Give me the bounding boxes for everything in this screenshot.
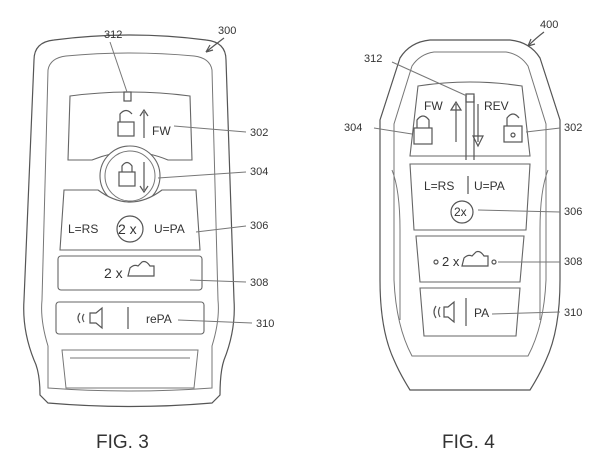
fig3-row3-center-label: 2 x [118,221,137,237]
fig4-ref-306: 306 [564,206,582,218]
fig3-leader-308 [189,279,247,283]
lock-icon [118,161,136,187]
fig4-inner-body [393,51,547,357]
up-arrow-icon [139,108,149,138]
fig4-row3-left-label: L=RS [424,179,454,193]
fig4-ref-304: 304 [344,122,362,134]
fig4-ref-312: 312 [364,53,382,65]
fig3-fw-label: FW [152,124,171,138]
fig3-ref-306: 306 [250,220,268,232]
fig3-leader-310 [177,319,253,324]
fig4-key-fob: 312 FW REV 304 302 L=RS U=PA [344,19,582,453]
fig4-leader-304 [373,127,413,135]
fig4-row4-dot-left [433,259,439,265]
fig4-row3-circle [450,200,474,224]
unlock-icon [117,109,135,137]
fig4-ref-400: 400 [540,19,558,31]
fig3-ref-308: 308 [250,277,268,289]
fig3-caption: FIG. 3 [96,432,149,453]
fig3-inner-body [41,52,219,392]
car-icon [127,260,155,277]
up-arrow-icon [449,100,463,142]
fig3-leader-306 [195,225,247,233]
fig4-leader-312 [391,61,468,97]
fig4-side-band [391,169,549,320]
fig3-leader-300-arrow [205,44,214,53]
fig3-row4-label: 2 x [104,265,123,281]
car-icon [461,250,489,267]
down-arrow-icon [139,162,149,194]
fig3-row3-right-label: U=PA [154,222,185,236]
fig3-indicator-light [123,91,132,102]
lock-icon [413,115,433,145]
fig4-leader-302 [525,127,561,133]
fig3-row5-label: rePA [146,312,172,326]
fig3-top-button[interactable] [67,91,193,161]
fig3-ref-310: 310 [256,318,274,330]
fig3-row3-circle [116,215,144,243]
fig4-row5-label: PA [474,306,489,320]
fig3-ref-302: 302 [250,127,268,139]
fig3-row3-left-label: L=RS [68,222,98,236]
fig3-leader-302 [173,125,247,133]
fig3-key-fob: 312 FW 302 304 L=RS 2 x U=PA 306 [23,25,274,453]
fig3-ref-300: 300 [218,25,236,37]
fig4-rev-label: REV [484,99,509,113]
fig4-row4-dot-right [491,259,497,265]
fig4-leader-400-arrow [527,38,536,47]
fig4-ref-308: 308 [564,256,582,268]
fig3-outer-body [23,34,235,408]
fig4-row3-button[interactable] [409,163,531,231]
fig3-row5-button[interactable] [55,301,205,335]
fig4-top-button[interactable] [409,81,531,157]
fig4-ref-302: 302 [564,122,582,134]
fig4-leader-306 [477,209,561,213]
fig3-leader-300 [205,37,225,53]
fig4-leader-310 [491,311,561,315]
horn-icon [77,306,103,330]
fig3-leader-312 [109,41,128,93]
fig3-bottom-cover [61,349,199,389]
unlock-icon [503,113,523,143]
fig3-row3-button[interactable] [59,189,201,251]
down-arrow-icon [472,104,484,148]
horn-icon [433,300,455,324]
fig4-leader-400 [527,31,545,47]
fig3-ref-312: 312 [104,29,122,41]
fig4-caption: FIG. 4 [442,432,495,453]
fig3-row4-button[interactable] [57,255,203,291]
fig4-row5-button[interactable] [419,287,521,337]
fig3-lock-button-ring [104,150,156,202]
fig4-row3-center-label: 2x [454,205,467,219]
fig4-indicator-light [465,93,475,103]
fig4-outer-body [379,39,561,391]
fig4-fw-label: FW [424,99,443,113]
fig3-leader-304 [157,171,247,179]
fig4-row4-button[interactable] [415,235,525,283]
fig3-ref-304: 304 [250,166,268,178]
fig4-ref-310: 310 [564,307,582,319]
fig4-row3-right-label: U=PA [474,179,505,193]
fig4-row4-label: 2 x [442,254,460,269]
